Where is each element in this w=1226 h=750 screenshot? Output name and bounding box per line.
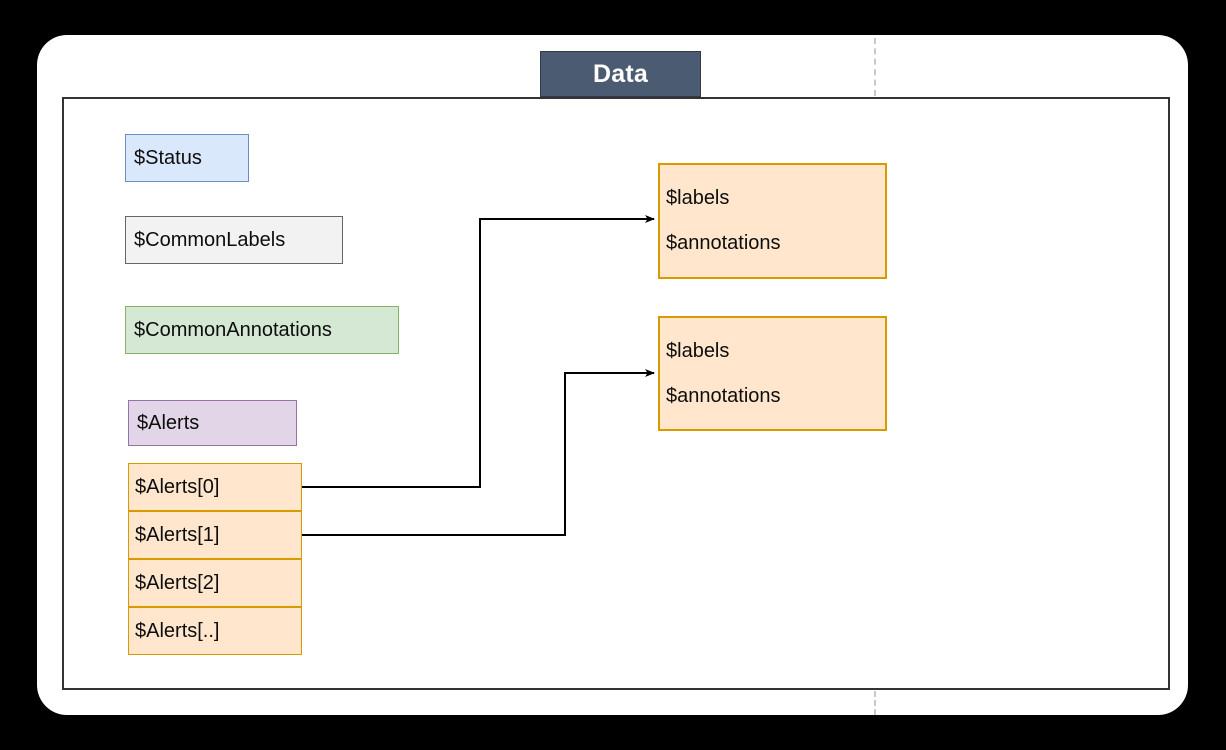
node-common-annotations[interactable]: $CommonAnnotations [125,306,399,354]
alert-item-0[interactable]: $Alerts[0] [128,463,302,511]
detail-box-2-annotations: $annotations [666,384,781,407]
detail-box-1-labels: $labels [666,187,730,209]
alert-item-2[interactable]: $Alerts[2] [128,559,302,607]
detail-box-1-annotations: $annotations [666,232,781,254]
center-guide-line-bottom [874,691,876,715]
node-alerts[interactable]: $Alerts [128,400,297,446]
detail-box-2[interactable]: $labels $annotations [658,316,887,431]
alert-item-1[interactable]: $Alerts[1] [128,511,302,559]
data-header-tab: Data [540,51,701,97]
diagram-frame [62,97,1170,690]
alert-item-3[interactable]: $Alerts[..] [128,607,302,655]
detail-box-1[interactable]: $labels $annotations [658,163,887,279]
node-status[interactable]: $Status [125,134,249,182]
detail-box-2-labels: $labels [666,339,730,362]
node-common-labels[interactable]: $CommonLabels [125,216,343,264]
center-guide-line-top [874,38,876,96]
